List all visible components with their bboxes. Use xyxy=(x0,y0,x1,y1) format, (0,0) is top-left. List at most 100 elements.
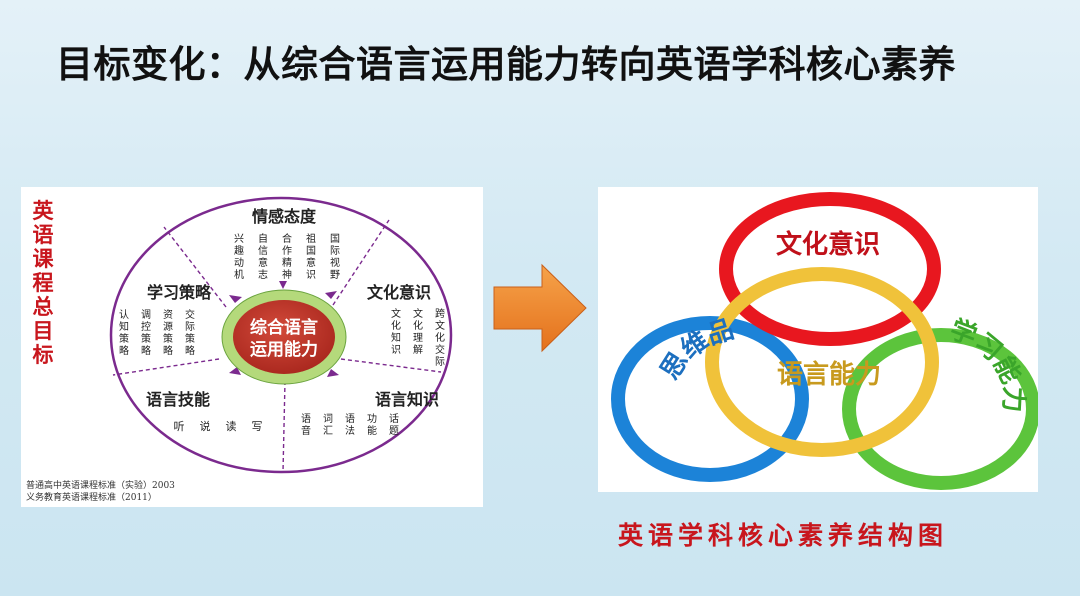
footnote-2003: 普通高中英语课程标准（实验）2003 xyxy=(26,481,175,491)
label-learning-ability: 学习能力 xyxy=(946,314,1029,413)
emotion-item-char: 视 xyxy=(330,256,340,269)
sector-label-culture: 文化意识 xyxy=(367,283,431,302)
emotion-item-char: 趣 xyxy=(234,244,244,257)
culture-item-char: 文 xyxy=(391,307,401,320)
emotion-item-char: 祖 xyxy=(306,232,316,245)
culture-item-char: 解 xyxy=(413,343,423,356)
sector-label-skills: 语言技能 xyxy=(146,390,210,409)
knowledge-item-char: 语 xyxy=(301,413,311,425)
strategy-item-char: 略 xyxy=(185,344,195,357)
footnote-2011: 义务教育英语课程标准（2011） xyxy=(26,493,157,503)
vertical-label-char: 目 xyxy=(32,318,54,343)
center-text-line1: 综合语言 xyxy=(250,317,318,338)
culture-item-char: 文 xyxy=(435,319,445,332)
knowledge-item-char: 能 xyxy=(367,424,377,437)
strategy-item-char: 策 xyxy=(119,332,129,345)
strategy-item-char: 际 xyxy=(185,321,195,333)
curriculum-goals-diagram: 综合语言 运用能力 情感态度 学习策略 文化意识 语言技能 语言知识 兴趣动机自… xyxy=(21,187,483,507)
emotion-item-char: 自 xyxy=(258,232,268,245)
emotion-item-char: 机 xyxy=(234,268,244,281)
knowledge-item-char: 题 xyxy=(389,425,399,437)
transition-arrow-icon xyxy=(493,263,587,353)
knowledge-item-char: 功 xyxy=(367,413,377,425)
emotion-item-char: 作 xyxy=(282,245,292,257)
culture-item-char: 知 xyxy=(391,331,401,344)
sector-label-knowledge: 语言知识 xyxy=(375,390,439,409)
emotion-item-char: 际 xyxy=(330,245,340,257)
sector-dividers xyxy=(112,219,442,473)
skills-item: 听 xyxy=(174,420,185,433)
page-title: 目标变化：从综合语言运用能力转向英语学科核心素养 xyxy=(56,43,956,86)
strategy-item-char: 认 xyxy=(119,308,129,321)
culture-item-char: 际 xyxy=(435,356,445,368)
ring-language xyxy=(705,267,939,457)
vertical-label-char: 语 xyxy=(32,222,54,247)
knowledge-item-char: 语 xyxy=(345,413,355,425)
strategy-item-char: 调 xyxy=(141,309,151,321)
strategy-item-char: 策 xyxy=(163,332,173,345)
curriculum-goal-vertical-label: 英语课程总目标 xyxy=(29,199,57,367)
emotion-item-char: 兴 xyxy=(234,233,244,245)
center-core xyxy=(233,300,335,374)
knowledge-item-char: 音 xyxy=(301,424,311,437)
label-language-ability: 语言能力 xyxy=(777,359,881,390)
skills-item: 读 xyxy=(226,419,237,433)
strategy-item-char: 略 xyxy=(119,344,129,357)
strategy-item-char: 源 xyxy=(163,320,173,333)
vertical-label-char: 标 xyxy=(32,342,54,367)
culture-item-char: 化 xyxy=(413,319,423,332)
culture-item-char: 跨 xyxy=(435,308,445,320)
pointer-arrows xyxy=(229,281,339,377)
culture-item-char: 化 xyxy=(435,331,445,344)
emotion-item-char: 动 xyxy=(234,257,244,269)
vertical-label-char: 程 xyxy=(32,270,54,295)
skills-item: 说 xyxy=(200,419,211,433)
culture-item-char: 化 xyxy=(391,319,401,332)
vertical-label-char: 英 xyxy=(32,198,54,223)
knowledge-item-char: 汇 xyxy=(323,424,333,437)
ring-learning xyxy=(842,328,1038,490)
vertical-label-char: 总 xyxy=(32,294,54,319)
knowledge-item-char: 词 xyxy=(323,413,333,425)
ring-culture xyxy=(719,192,941,346)
strategy-item-char: 资 xyxy=(163,309,173,321)
culture-item-char: 文 xyxy=(413,307,423,320)
emotion-item-char: 意 xyxy=(258,256,268,269)
emotion-item-char: 识 xyxy=(306,269,316,281)
emotion-item-char: 意 xyxy=(306,256,316,269)
culture-item-char: 识 xyxy=(391,344,401,356)
core-literacy-rings: 文化意识 语言能力 思维品质 学习能力 xyxy=(598,187,1038,490)
skills-items: 听说读写 xyxy=(174,419,263,433)
emotion-item-char: 神 xyxy=(282,268,292,281)
strategy-item-char: 控 xyxy=(141,320,151,333)
emotion-item-char: 合 xyxy=(282,232,292,245)
goals-wheel: 综合语言 运用能力 情感态度 学习策略 文化意识 语言技能 语言知识 兴趣动机自… xyxy=(109,196,453,474)
emotion-item-char: 志 xyxy=(258,268,268,281)
emotion-item-char: 国 xyxy=(306,245,316,257)
vertical-label-char: 课 xyxy=(32,246,54,271)
strategy-item-char: 策 xyxy=(185,332,195,345)
ring-thinking xyxy=(611,316,809,482)
emotion-item-char: 精 xyxy=(282,256,292,269)
emotion-item-char: 野 xyxy=(330,269,340,281)
strategy-item-char: 略 xyxy=(163,344,173,357)
sector-label-strategy: 学习策略 xyxy=(147,283,212,302)
strategy-item-char: 知 xyxy=(119,320,129,333)
culture-item-char: 理 xyxy=(413,332,423,344)
culture-item-char: 交 xyxy=(435,343,445,356)
core-literacy-diagram: 文化意识 语言能力 思维品质 学习能力 xyxy=(598,187,1038,492)
structure-caption: 英语学科核心素养结构图 xyxy=(618,521,949,550)
strategy-item-char: 略 xyxy=(141,344,151,357)
knowledge-item-char: 法 xyxy=(345,424,355,437)
label-culture-awareness: 文化意识 xyxy=(776,229,880,260)
emotion-item-char: 国 xyxy=(330,233,340,245)
strategy-item-char: 策 xyxy=(141,332,151,345)
sector-label-emotion: 情感态度 xyxy=(252,207,317,226)
knowledge-item-char: 话 xyxy=(389,413,399,425)
skills-item: 写 xyxy=(252,420,263,433)
strategy-item-char: 交 xyxy=(185,308,195,321)
